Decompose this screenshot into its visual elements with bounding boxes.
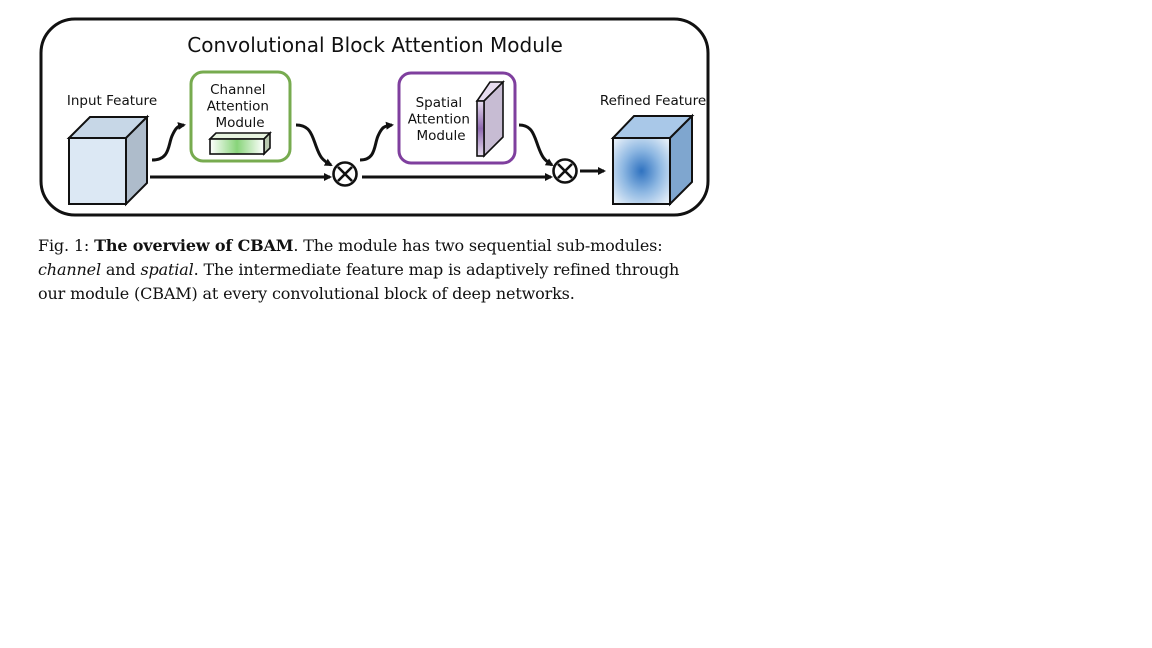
arrow-spatial-to-mult: [518, 123, 554, 167]
caption-line-1: Fig. 1: The overview of CBAM. The module…: [38, 234, 728, 258]
caption-line-3: our module (CBAM) at every convolutional…: [38, 282, 728, 306]
caption-text-2: and: [100, 260, 141, 279]
cbam-diagram: Convolutional Block Attention Module Inp…: [39, 17, 710, 217]
caption-text-1: . The module has two sequential sub-modu…: [293, 236, 663, 255]
diagram-title: Convolutional Block Attention Module: [187, 33, 563, 57]
spatial-attention-label: Spatial Attention Module: [408, 95, 475, 144]
cbam-container: [39, 17, 710, 217]
spatial-attention-box: [397, 71, 517, 165]
figure-caption: Fig. 1: The overview of CBAM. The module…: [38, 234, 728, 306]
input-feature-cube: [66, 114, 150, 207]
caption-line-2: channel and spatial. The intermediate fe…: [38, 258, 728, 282]
refined-feature-label: Refined Feature: [600, 93, 706, 109]
caption-text-4: our module (CBAM) at every convolutional…: [38, 284, 575, 303]
refined-feature-cube: [610, 113, 695, 207]
channel-attention-map: [208, 131, 272, 156]
arrow-to-spatial: [359, 121, 394, 162]
spatial-attention-map: [475, 80, 505, 158]
caption-prefix: Fig. 1:: [38, 236, 95, 255]
multiply-node-1: [332, 161, 358, 187]
caption-bold-title: The overview of CBAM: [94, 236, 294, 255]
caption-italic-spatial: spatial: [140, 260, 194, 279]
caption-text-3: . The intermediate feature map is adapti…: [193, 260, 680, 279]
channel-attention-label: Channel Attention Module: [207, 82, 274, 131]
multiply-node-2: [552, 158, 578, 184]
caption-italic-channel: channel: [38, 260, 101, 279]
arrow-to-channel: [151, 122, 186, 162]
channel-attention-box: [189, 70, 292, 163]
input-feature-label: Input Feature: [67, 93, 157, 109]
arrow-channel-to-mult: [295, 123, 333, 167]
